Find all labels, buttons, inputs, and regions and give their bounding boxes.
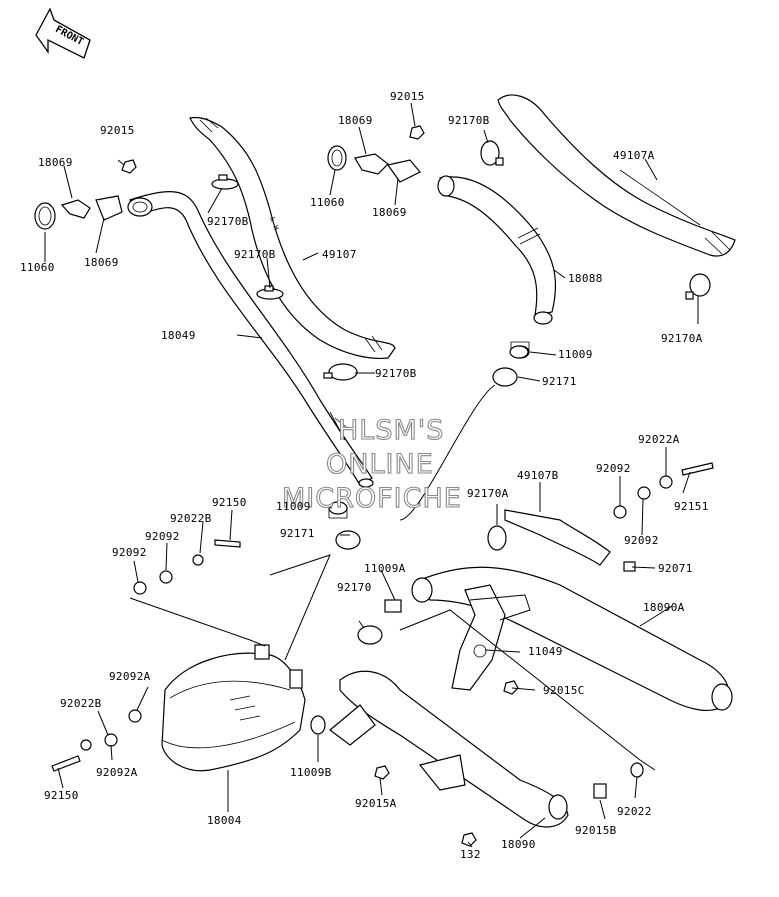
label-92022B-a: 92022B (170, 512, 212, 525)
label-92092A-b: 92092A (96, 766, 138, 779)
clamp-92170B-a (211, 174, 239, 190)
label-92170B-b: 92170B (234, 248, 276, 261)
label-92171-b: 92171 (280, 527, 315, 540)
clamp-92171-b (335, 530, 361, 550)
label-18069-d: 18069 (84, 256, 119, 269)
pipe-11009A (384, 599, 402, 613)
heat-guard-49107A (497, 94, 736, 257)
clamp-92170A-b (487, 525, 507, 551)
label-92092A-a: 92092A (109, 670, 151, 683)
gasket-11060-b (327, 145, 347, 171)
leader-lines (44, 102, 699, 848)
label-11049: 11049 (528, 645, 563, 658)
clamp-92170 (357, 625, 383, 645)
label-92171-a: 92171 (542, 375, 577, 388)
label-92015B: 92015B (575, 824, 617, 837)
label-92170: 92170 (337, 581, 372, 594)
header-pipe-18049 (127, 191, 374, 488)
label-11009A: 11009A (364, 562, 406, 575)
front-arrow-icon: FRONT (35, 7, 91, 59)
label-92092-l2: 92092 (145, 530, 180, 543)
part-labels: 92015 18069 92170B 92015 49107A 18069 11… (20, 90, 709, 861)
watermark: HLSM'S ONLINE MICROFICHE (281, 414, 462, 514)
flange-18069-a (60, 199, 91, 219)
flange-18069-b (95, 195, 123, 221)
label-18090A: 18090A (643, 601, 685, 614)
label-11009-b: 11009 (276, 500, 311, 513)
flange-18069-c (354, 153, 389, 175)
label-92022: 92022 (617, 805, 652, 818)
label-18069-a: 18069 (338, 114, 373, 127)
label-92170B-d: 92170B (448, 114, 490, 127)
label-11060-b: 11060 (20, 261, 55, 274)
label-92151: 92151 (674, 500, 709, 513)
muffler-body-18004 (161, 644, 306, 772)
label-49107A: 49107A (613, 149, 655, 162)
label-92092-r1: 92092 (596, 462, 631, 475)
label-49107B: 49107B (517, 469, 559, 482)
label-11009B: 11009B (290, 766, 332, 779)
nut-92015-left (121, 159, 137, 174)
label-92170A-a: 92170A (661, 332, 703, 345)
label-92092-l1: 92092 (112, 546, 147, 559)
label-92015-left: 92015 (100, 124, 135, 137)
label-11009-a: 11009 (558, 348, 593, 361)
label-18069-c: 18069 (38, 156, 73, 169)
label-92015A: 92015A (355, 797, 397, 810)
flange-18069-d (386, 159, 421, 183)
watermark-line-2: ONLINE (326, 449, 434, 480)
heat-cover-49107B (504, 509, 611, 566)
muffler-18090 (329, 670, 569, 828)
watermark-line-3: MICROFICHE (282, 483, 462, 514)
label-92015-top: 92015 (390, 90, 425, 103)
label-92150-a: 92150 (212, 496, 247, 509)
bracket-11049 (451, 584, 506, 691)
label-18090: 18090 (501, 838, 536, 851)
label-92170A-b: 92170A (467, 487, 509, 500)
header-pipe-18088 (437, 175, 557, 359)
label-18069-b: 18069 (372, 206, 407, 219)
label-92092-r2: 92092 (624, 534, 659, 547)
label-92015C: 92015C (543, 684, 585, 697)
label-18049: 18049 (161, 329, 196, 342)
nut-92015-top (409, 125, 425, 140)
label-92071: 92071 (658, 562, 693, 575)
label-49107: 49107 (322, 248, 357, 261)
label-132: 132 (460, 848, 481, 861)
label-92022A: 92022A (638, 433, 680, 446)
clamp-92170B-b (256, 285, 284, 300)
gasket-11060-a (34, 202, 56, 230)
watermark-line-1: HLSM'S (338, 415, 444, 446)
label-92170B-a: 92170B (207, 215, 249, 228)
heat-guard-49107: L H (189, 116, 396, 360)
clamp-92170A-a (685, 273, 711, 300)
label-92170B-c: 92170B (375, 367, 417, 380)
label-11060-a: 11060 (310, 196, 345, 209)
label-92150-b: 92150 (44, 789, 79, 802)
clamp-92170B-c (323, 363, 358, 381)
clamp-92171-a (492, 367, 518, 387)
label-18088: 18088 (568, 272, 603, 285)
label-18004: 18004 (207, 814, 242, 827)
label-92022B-b: 92022B (60, 697, 102, 710)
clamp-92170B-d (480, 140, 504, 166)
